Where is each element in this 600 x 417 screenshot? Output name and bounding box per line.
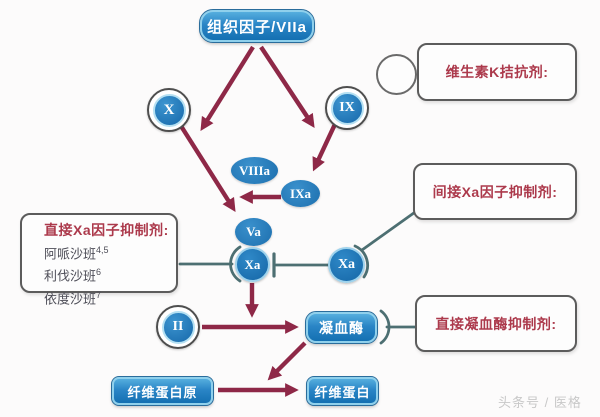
node-tissue-factor-viia: 组织因子/VIIa — [199, 9, 315, 43]
node-fibrinogen-label: 纤维蛋白原 — [127, 384, 198, 400]
arrow-x-to-va-xa — [179, 124, 236, 213]
node-factor-ii-label: II — [161, 310, 195, 344]
drug-rivaroxaban-superscript: 6 — [96, 267, 102, 278]
node-factor-ix-label: IX — [330, 91, 364, 125]
arrow-thrombin-to-fibrin-conversion — [267, 341, 307, 381]
drug-apixaban-name: 阿哌沙班 — [44, 246, 97, 262]
drug-apixaban: 阿哌沙班4,5 — [44, 241, 176, 263]
drug-edoxaban-name: 依度沙班 — [44, 290, 97, 306]
drug-apixaban-superscript: 4,5 — [96, 245, 109, 255]
node-fibrin: 纤维蛋白 — [306, 376, 379, 406]
line-indirect-xa-inhibitor-to-xa — [360, 208, 420, 252]
node-fibrinogen: 纤维蛋白原 — [111, 376, 214, 406]
node-factor-viiia: VIIIa — [231, 157, 278, 184]
node-thrombin-label: 凝血酶 — [319, 319, 364, 336]
node-factor-viiia-label: VIIIa — [238, 162, 271, 178]
node-factor-va-label: Va — [246, 224, 261, 239]
node-factor-x: X — [147, 88, 191, 132]
drug-rivaroxaban: 利伐沙班6 — [44, 263, 176, 285]
node-factor-ii: II — [156, 305, 200, 349]
node-factor-x-label: X — [152, 93, 186, 127]
drug-edoxaban-superscript: 7 — [96, 289, 102, 300]
watermark-text: 头条号 / 医格 — [498, 395, 582, 410]
arrow-tf-to-x-activation — [200, 45, 255, 132]
node-thrombin: 凝血酶 — [305, 311, 378, 344]
node-factor-ixa: IXa — [281, 180, 320, 207]
arc-inhibition-on-thrombin — [379, 309, 391, 345]
box-direct-xa-inhibitor: 直接Xa因子抑制剂: 阿哌沙班4,5 利伐沙班6 依度沙班7 — [20, 213, 178, 306]
indirect-xa-inhibitor-title: 间接Xa因子抑制剂: — [432, 183, 558, 200]
arrow-ix-to-ixa — [312, 121, 338, 172]
vitamin-k-target-circle — [376, 54, 417, 95]
node-factor-xa-bound: Xa — [235, 247, 270, 282]
node-tissue-factor-viia-label: 组织因子/VIIa — [207, 18, 307, 36]
box-indirect-xa-inhibitor: 间接Xa因子抑制剂: — [413, 163, 577, 220]
direct-xa-inhibitor-title: 直接Xa因子抑制剂: — [44, 222, 169, 238]
direct-thrombin-inhibitor-title: 直接凝血酶抑制剂: — [435, 315, 557, 332]
vitamin-k-antagonist-title: 维生素K拮抗剂: — [445, 64, 549, 80]
node-factor-xa-bound-label: Xa — [244, 256, 261, 272]
box-vitamin-k-antagonist: 维生素K拮抗剂: — [417, 43, 577, 101]
box-direct-thrombin-inhibitor: 直接凝血酶抑制剂: — [415, 295, 577, 352]
node-factor-va: Va — [235, 218, 272, 246]
node-factor-xa-free-label: Xa — [337, 257, 356, 272]
node-factor-xa-free: Xa — [328, 247, 365, 283]
drug-rivaroxaban-name: 利伐沙班 — [44, 268, 97, 284]
drug-edoxaban: 依度沙班7 — [44, 286, 176, 308]
node-factor-ixa-label: IXa — [290, 185, 311, 201]
node-factor-ix: IX — [325, 86, 369, 130]
arrow-tf-to-ix-activation — [259, 45, 315, 128]
node-fibrin-label: 纤维蛋白 — [314, 384, 371, 400]
